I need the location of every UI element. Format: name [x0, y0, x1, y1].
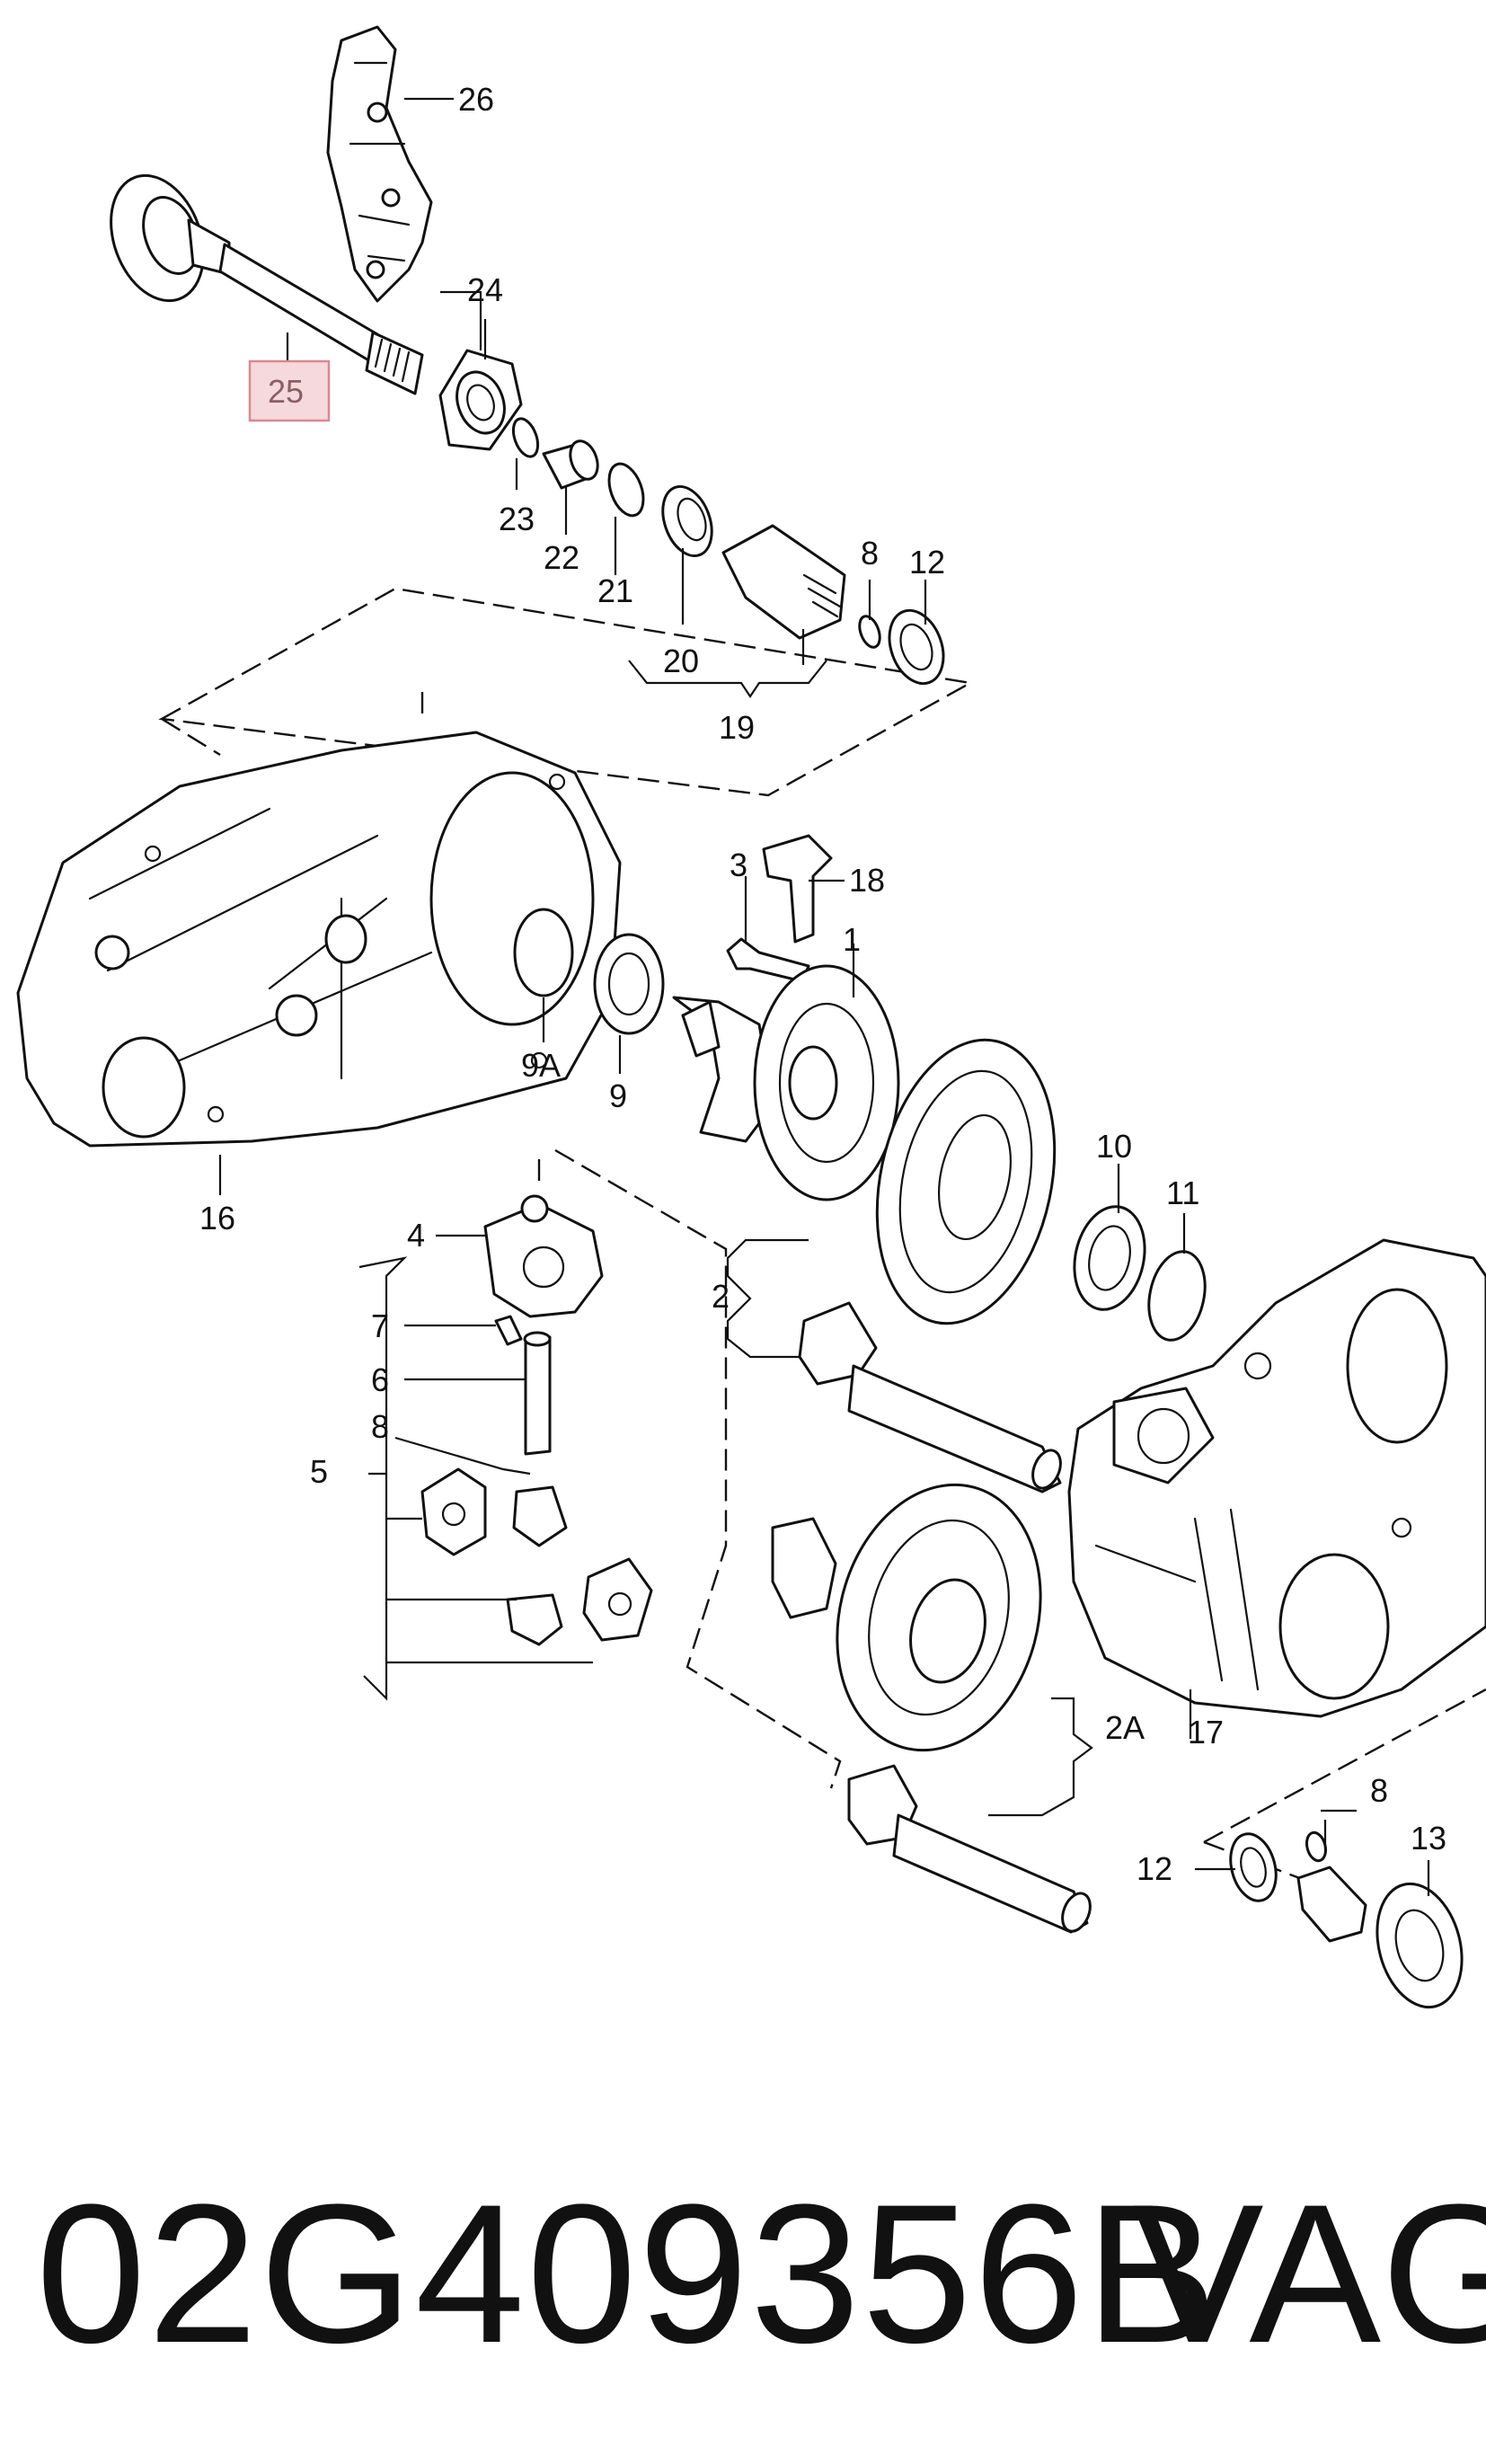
o-ring-part-9a: [513, 908, 574, 997]
callout-20: 20: [663, 643, 699, 679]
callout-1: 1: [843, 921, 861, 958]
differential-housing-part-1: [672, 964, 900, 1201]
callout-8-bottom: 8: [1370, 1772, 1388, 1809]
highlight-box-25: [248, 359, 331, 422]
callout-12-top: 12: [909, 544, 945, 581]
sleeve-part-22: [542, 439, 599, 490]
differential-case-part-4: [483, 1194, 604, 1318]
bolt-part-3: [726, 937, 810, 983]
bracket-part-26: [326, 25, 433, 303]
housing-part-16: [16, 731, 622, 1148]
callout-26: 26: [458, 81, 494, 118]
footer: 02G409356B VAG: [0, 2139, 1486, 2408]
differential-assembly-part-2a: [771, 1483, 1042, 1752]
pinion-shaft-part-2: [798, 1301, 1062, 1493]
callout-19: 19: [719, 709, 755, 746]
callout-2: 2: [712, 1278, 730, 1315]
leader-lines: [218, 97, 1430, 1896]
seal-part-12-top: [888, 608, 945, 686]
bearing-part-9: [593, 933, 665, 1035]
flange-part-24: [438, 349, 523, 451]
callout-8-top: 8: [861, 535, 879, 572]
brand-name: VAG: [1132, 2163, 1486, 2384]
seal-part-12-bottom: [1229, 1832, 1278, 1902]
bearing-part-10: [1073, 1205, 1146, 1311]
callout-5: 5: [310, 1453, 328, 1490]
ring-gear: [875, 1038, 1057, 1325]
callout-4: 4: [407, 1217, 425, 1254]
callout-12-bottom: 12: [1137, 1850, 1172, 1887]
stub-shaft-part-19: [721, 524, 846, 640]
sensor-part-18: [762, 834, 833, 944]
callout-6: 6: [371, 1361, 389, 1398]
callout-8-mid: 8: [371, 1408, 389, 1445]
callout-7: 7: [371, 1307, 389, 1344]
callout-9: 9: [609, 1077, 627, 1114]
o-ring-part-11: [1147, 1250, 1207, 1342]
callout-25: 25: [268, 373, 304, 410]
callout-9a: 9A: [521, 1047, 561, 1084]
part-number: 02G409356B: [36, 2163, 1219, 2384]
pin-part-7: [494, 1315, 523, 1346]
callout-23: 23: [499, 501, 535, 537]
callout-3: 3: [730, 846, 747, 883]
o-ring-part-21: [607, 462, 645, 518]
callout-18: 18: [849, 862, 885, 899]
shaft-part-25: [110, 173, 424, 395]
callout-labels: 26 24 25 23 22 21 20 19 8 12 3 18 1 9A 9…: [199, 81, 1446, 1887]
callout-2a: 2A: [1105, 1709, 1145, 1746]
flange-part-13: [1296, 1866, 1464, 2009]
seal-part-20: [661, 484, 713, 558]
callout-11: 11: [1166, 1174, 1199, 1211]
pinion-shaft-part-2a: [847, 1764, 1092, 1934]
callout-13: 13: [1411, 1820, 1446, 1857]
gearbox-case-part-17: [1067, 1238, 1486, 1718]
shaft-part-6: [523, 1331, 552, 1456]
callout-17: 17: [1188, 1714, 1224, 1751]
callout-24: 24: [467, 271, 503, 308]
bevel-gears-part-5: [420, 1467, 653, 1646]
callout-16: 16: [199, 1200, 235, 1236]
callout-21: 21: [597, 572, 633, 609]
circlip-part-23: [511, 417, 540, 458]
callout-22: 22: [544, 539, 579, 576]
circlip-part-8-top: [858, 615, 881, 649]
callout-10: 10: [1096, 1128, 1132, 1165]
